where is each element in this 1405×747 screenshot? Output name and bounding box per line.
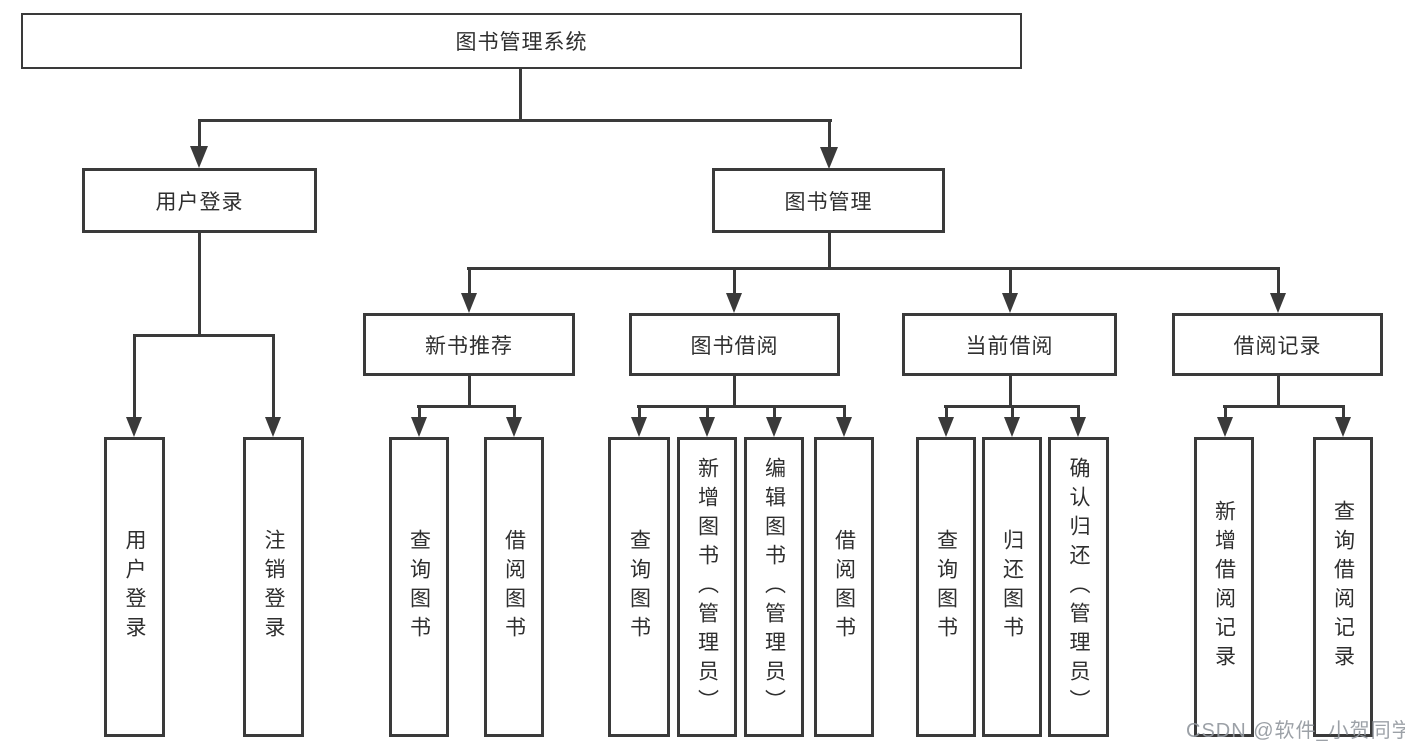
leaf-add-book-admin: 新增图书（管理员） [677, 437, 737, 737]
leaf-borrow-books-borrow: 借阅图书 [814, 437, 874, 737]
node-book-mgmt: 图书管理 [712, 168, 945, 233]
leaf-query-books-borrow: 查询图书 [608, 437, 670, 737]
leaf-label: 查询图书 [934, 529, 958, 645]
connector-to-book-mgmt [828, 121, 831, 148]
connector-to-leaf [1011, 407, 1014, 419]
node-new-book-recommend: 新书推荐 [363, 313, 575, 376]
leaf-query-borrow-record: 查询借阅记录 [1313, 437, 1373, 737]
connector-borrow-records-down [1277, 376, 1280, 407]
connector-user-login-horizontal [133, 334, 275, 337]
connector-to-leaf [418, 407, 421, 419]
connector-to-user-login [198, 121, 201, 148]
arrow-down-icon [836, 417, 852, 437]
node-user-login: 用户登录 [82, 168, 317, 233]
arrow-down-icon [265, 417, 281, 437]
arrow-down-icon [938, 417, 954, 437]
node-book-borrow: 图书借阅 [629, 313, 840, 376]
connector-to-leaf [1077, 407, 1080, 419]
connector-to-leaf [1342, 407, 1345, 419]
connector-to-leaf [1224, 407, 1227, 419]
leaf-label: 借阅图书 [832, 529, 856, 645]
connector-current-borrow-down [1009, 376, 1012, 407]
connector-to-borrow-records [1277, 269, 1280, 295]
leaf-add-borrow-record: 新增借阅记录 [1194, 437, 1254, 737]
leaf-label: 查询借阅记录 [1331, 500, 1355, 674]
connector-level2-horizontal [198, 119, 832, 122]
leaf-confirm-return-admin: 确认归还（管理员） [1048, 437, 1109, 737]
connector-level3-horizontal [467, 267, 1280, 270]
leaf-label: 查询图书 [627, 529, 651, 645]
leaf-label: 归还图书 [1000, 529, 1024, 645]
arrow-down-icon [1217, 417, 1233, 437]
connector-to-leaf [272, 336, 275, 418]
connector-to-leaf [513, 407, 516, 419]
connector-to-leaf [638, 407, 641, 419]
node-new-book-label: 新书推荐 [425, 334, 513, 358]
node-current-borrow-label: 当前借阅 [965, 334, 1054, 358]
connector-to-leaf [843, 407, 846, 419]
connector-book-mgmt-down [828, 233, 831, 269]
arrow-down-icon [1002, 293, 1018, 313]
leaf-edit-book-admin: 编辑图书（管理员） [744, 437, 804, 737]
arrow-down-icon [631, 417, 647, 437]
arrow-down-icon [1270, 293, 1286, 313]
connector-to-leaf [945, 407, 948, 419]
leaf-user-login: 用户登录 [104, 437, 165, 737]
leaf-borrow-books-newbook: 借阅图书 [484, 437, 544, 737]
leaf-return-books: 归还图书 [982, 437, 1042, 737]
leaf-label: 新增图书（管理员） [695, 456, 719, 718]
leaf-query-books-newbook: 查询图书 [389, 437, 449, 737]
connector-root-down [519, 68, 522, 121]
node-borrow-records-label: 借阅记录 [1233, 334, 1322, 358]
arrow-down-icon [726, 293, 742, 313]
arrow-down-icon [506, 417, 522, 437]
node-book-borrow-label: 图书借阅 [690, 334, 779, 358]
leaf-label: 注销登录 [262, 529, 285, 645]
connector-new-book-down [468, 376, 471, 407]
leaf-logout-login: 注销登录 [243, 437, 304, 737]
arrow-down-icon [461, 293, 477, 313]
connector-to-leaf [133, 336, 136, 418]
node-user-login-label: 用户登录 [155, 190, 244, 214]
node-borrow-records: 借阅记录 [1172, 313, 1383, 376]
arrow-down-icon [820, 147, 838, 169]
node-current-borrow: 当前借阅 [902, 313, 1117, 376]
arrow-down-icon [190, 146, 208, 168]
arrow-down-icon [126, 417, 142, 437]
arrow-down-icon [411, 417, 427, 437]
leaf-label: 用户登录 [123, 529, 146, 645]
leaf-query-books-current: 查询图书 [916, 437, 976, 737]
connector-borrow-records-horizontal [1223, 405, 1345, 408]
connector-book-borrow-horizontal [637, 405, 846, 408]
connector-book-borrow-down [733, 376, 736, 407]
connector-to-current-borrow [1009, 269, 1012, 295]
connector-to-leaf [773, 407, 776, 419]
arrow-down-icon [1335, 417, 1351, 437]
connector-to-new-book [468, 269, 471, 295]
connector-to-book-borrow [733, 269, 736, 295]
connector-to-leaf [706, 407, 709, 419]
leaf-label: 查询图书 [407, 529, 431, 645]
leaf-label: 借阅图书 [502, 529, 526, 645]
connector-user-login-down [198, 233, 201, 336]
leaf-label: 编辑图书（管理员） [762, 456, 786, 718]
leaf-label: 确认归还（管理员） [1067, 456, 1090, 718]
leaf-label: 新增借阅记录 [1212, 500, 1236, 674]
arrow-down-icon [766, 417, 782, 437]
connector-current-borrow-horizontal [944, 405, 1080, 408]
node-root: 图书管理系统 [21, 13, 1022, 69]
watermark: CSDN @软件_小贺同学 [1186, 720, 1405, 742]
arrow-down-icon [1070, 417, 1086, 437]
node-book-mgmt-label: 图书管理 [784, 190, 873, 214]
node-root-label: 图书管理系统 [455, 31, 588, 54]
arrow-down-icon [699, 417, 715, 437]
connector-new-book-horizontal [417, 405, 516, 408]
arrow-down-icon [1004, 417, 1020, 437]
